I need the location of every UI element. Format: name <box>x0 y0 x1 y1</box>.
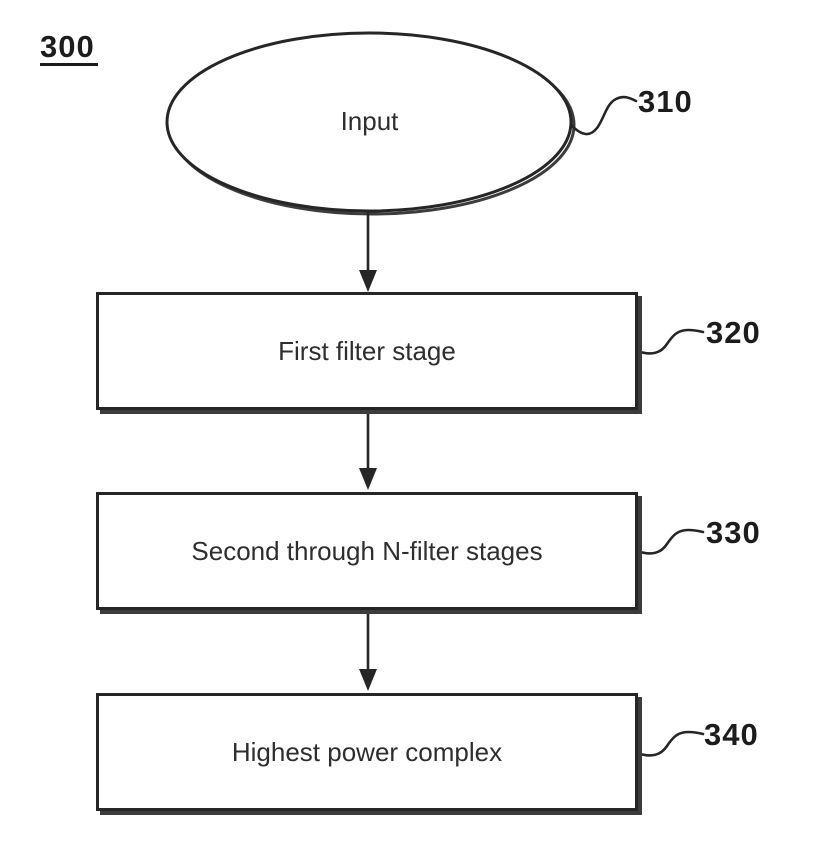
arrow-first-to-second-filter <box>359 414 377 490</box>
leader-line-330 <box>635 528 705 555</box>
leader-line-310 <box>569 95 638 136</box>
leader-line-340 <box>635 730 705 757</box>
ref-numeral-310: 310 <box>638 84 693 119</box>
ref-numeral-320: 320 <box>706 315 761 350</box>
node-highest-power-complex: Highest power complex <box>96 693 638 811</box>
node-second-through-n-filter-stages: Second through N-filter stages <box>96 492 638 610</box>
node-first-filter-stage: First filter stage <box>96 292 638 410</box>
leader-line-320 <box>635 328 705 355</box>
node-second-through-n-filter-stages-label: Second through N-filter stages <box>191 535 543 566</box>
ref-numeral-340: 340 <box>704 717 759 752</box>
node-first-filter-stage-label: First filter stage <box>278 335 456 366</box>
arrow-input-to-first-filter <box>359 212 377 292</box>
figure-number: 300 <box>40 31 98 66</box>
node-highest-power-complex-label: Highest power complex <box>231 736 503 767</box>
ref-numeral-330: 330 <box>706 515 761 550</box>
input-ellipse <box>165 31 573 213</box>
arrow-second-to-highest-power <box>359 614 377 691</box>
node-input-label: Input <box>340 106 399 136</box>
